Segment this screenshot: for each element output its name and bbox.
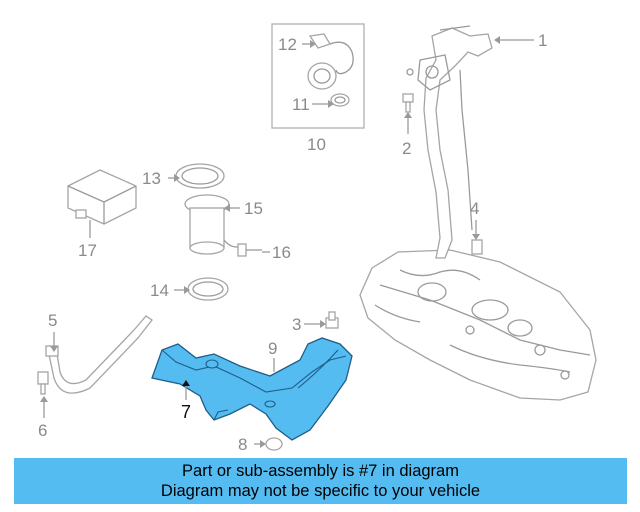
banner-line-2: Diagram may not be specific to your vehi… [160,482,481,500]
bolt-2 [402,93,414,113]
filler-neck [406,25,493,259]
callout-6: 6 [38,421,47,440]
callout-10: 10 [307,135,326,154]
bolt-6 [37,371,49,395]
control-module-17 [67,169,137,225]
callout-7: 7 [181,402,191,422]
info-banner: Part or sub-assembly is #7 in diagram Di… [14,458,627,504]
callout-9: 9 [268,339,277,358]
callout-15: 15 [244,199,263,218]
strap-5 [45,315,153,394]
callout-17: 17 [78,241,97,260]
callout-13: 13 [142,169,161,188]
callout-3: 3 [292,315,301,334]
fuel-pump-15 [184,194,245,255]
bolt-4 [471,239,483,255]
sender-16 [237,243,262,257]
callout-12: 12 [278,35,297,54]
parts-diagram: 1 2 3 4 5 6 7 8 9 10 11 12 13 14 15 16 1… [37,23,597,454]
seal-14 [187,277,229,301]
callout-16: 16 [272,243,291,262]
callout-4: 4 [470,199,479,218]
fuel-tank [359,249,597,401]
nut-8 [265,437,283,451]
callout-5: 5 [48,311,57,330]
callout-2: 2 [402,139,411,158]
lock-ring-13 [175,163,225,189]
callout-11: 11 [292,95,310,114]
banner-line-1: Part or sub-assembly is #7 in diagram [182,462,459,480]
callout-8: 8 [238,435,247,454]
callout-1: 1 [538,31,547,50]
part-7-highlighted [151,337,353,441]
bolt-3 [325,311,339,329]
callout-14: 14 [150,281,169,300]
fuel-cap-group-box [271,23,365,129]
leader-lines [40,36,534,448]
